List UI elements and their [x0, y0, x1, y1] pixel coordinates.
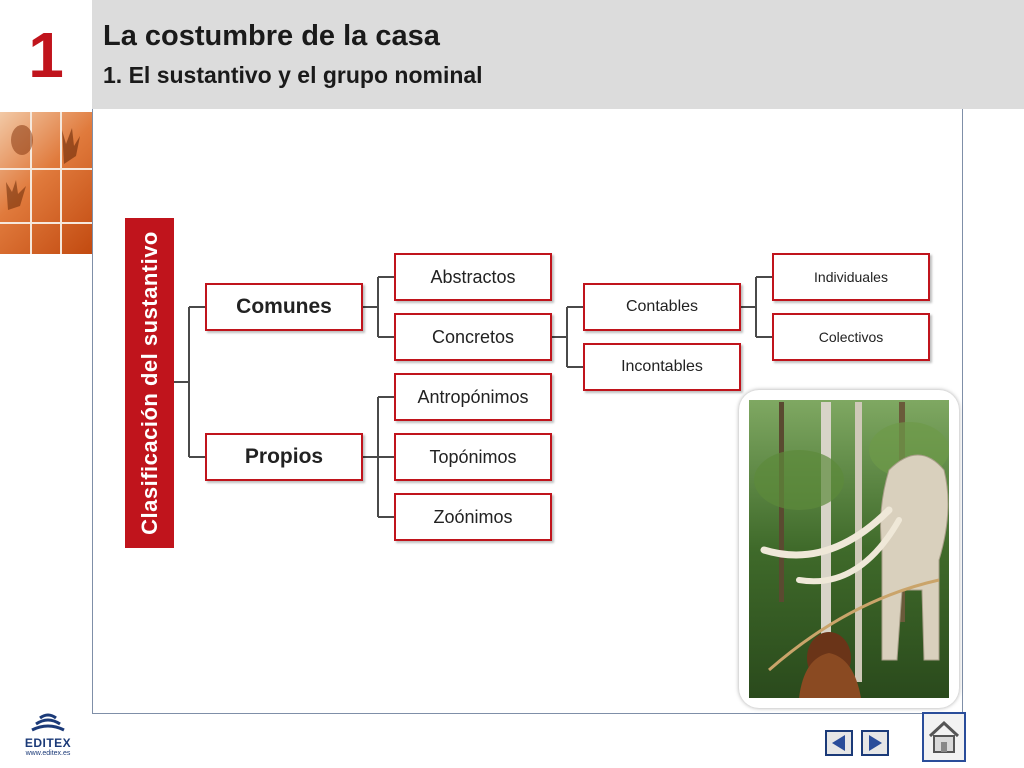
node-comunes: Comunes [205, 283, 363, 331]
mammoth-hunter-photo [739, 390, 959, 708]
node-abstractos: Abstractos [394, 253, 552, 301]
header-bar: La costumbre de la casa 1. El sustantivo… [92, 0, 1024, 109]
next-arrow-icon [861, 730, 889, 756]
node-antroponimos: Antropónimos [394, 373, 552, 421]
node-contables: Contables [583, 283, 741, 331]
page-title: La costumbre de la casa [103, 20, 440, 52]
root-label-text: Clasificación del sustantivo [136, 231, 162, 535]
node-incontables: Incontables [583, 343, 741, 391]
root-classification-label: Clasificación del sustantivo [125, 218, 174, 548]
decorative-hands-image [0, 112, 92, 254]
prev-button[interactable] [825, 730, 853, 756]
unit-number: 1 [28, 19, 64, 91]
editex-logo: EDITEX www.editex.es [18, 712, 78, 764]
node-toponimos: Topónimos [394, 433, 552, 481]
next-button[interactable] [861, 730, 889, 756]
home-icon [922, 712, 966, 762]
home-button[interactable] [922, 712, 966, 762]
node-zoonimos: Zoónimos [394, 493, 552, 541]
logo-wordmark: EDITEX [24, 736, 72, 750]
logo-url: www.editex.es [25, 750, 71, 757]
node-propios: Propios [205, 433, 363, 481]
node-concretos: Concretos [394, 313, 552, 361]
page-subtitle: 1. El sustantivo y el grupo nominal [103, 62, 483, 88]
content-frame [92, 109, 963, 714]
node-individuales: Individuales [772, 253, 930, 301]
node-colectivos: Colectivos [772, 313, 930, 361]
prev-arrow-icon [825, 730, 853, 756]
editex-logo-icon [31, 713, 65, 732]
unit-badge: 1 [0, 0, 92, 108]
